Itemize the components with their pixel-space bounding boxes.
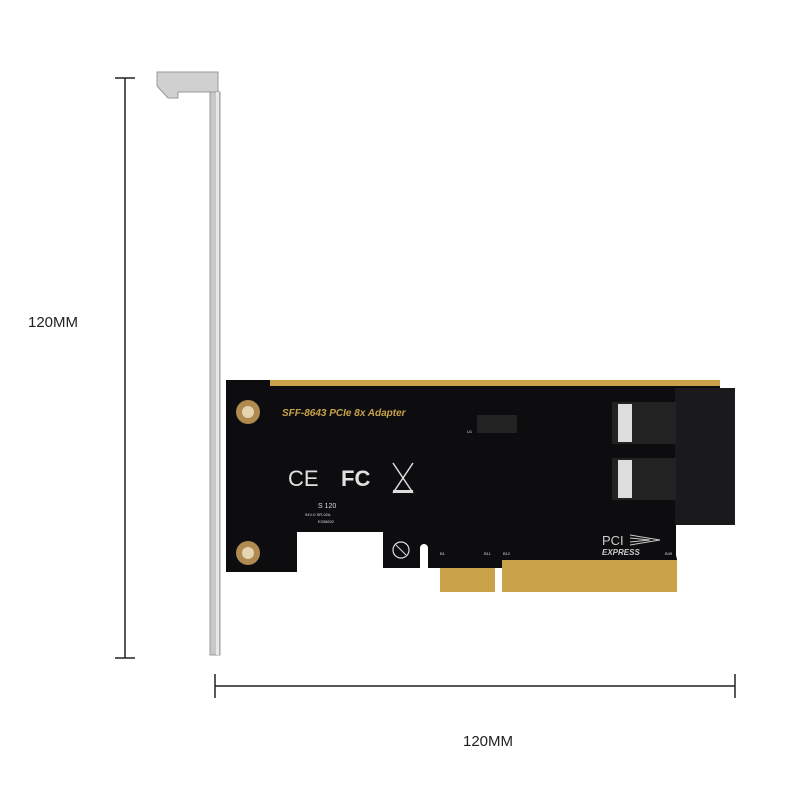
small-print-3: E338602	[318, 519, 335, 524]
pin-label-b11: B11	[484, 551, 492, 556]
pcb-board	[226, 380, 735, 592]
svg-text:EXPRESS: EXPRESS	[602, 548, 640, 557]
small-print-2: 94V-0 SR-02A	[305, 512, 331, 517]
small-print-1: S 120	[318, 503, 336, 510]
height-dimension-label: 120MM	[28, 314, 79, 331]
card-title-silkscreen: SFF-8643 PCIe 8x Adapter	[282, 408, 407, 419]
pin-label-b12: B12	[503, 551, 511, 556]
metal-bracket	[156, 71, 221, 656]
ce-mark: CE	[288, 466, 319, 491]
component-label: U1	[467, 429, 473, 434]
pin-label-b1: B1	[440, 551, 446, 556]
width-dimension-label: 120MM	[463, 733, 514, 750]
pin-label-b49: B49	[665, 551, 673, 556]
pci-express-logo: PCI EXPRESS	[602, 533, 661, 557]
height-dimension-line	[115, 77, 135, 659]
svg-text:PCI: PCI	[602, 533, 624, 548]
fcc-mark: FC	[341, 466, 370, 491]
width-dimension-line	[214, 674, 736, 698]
